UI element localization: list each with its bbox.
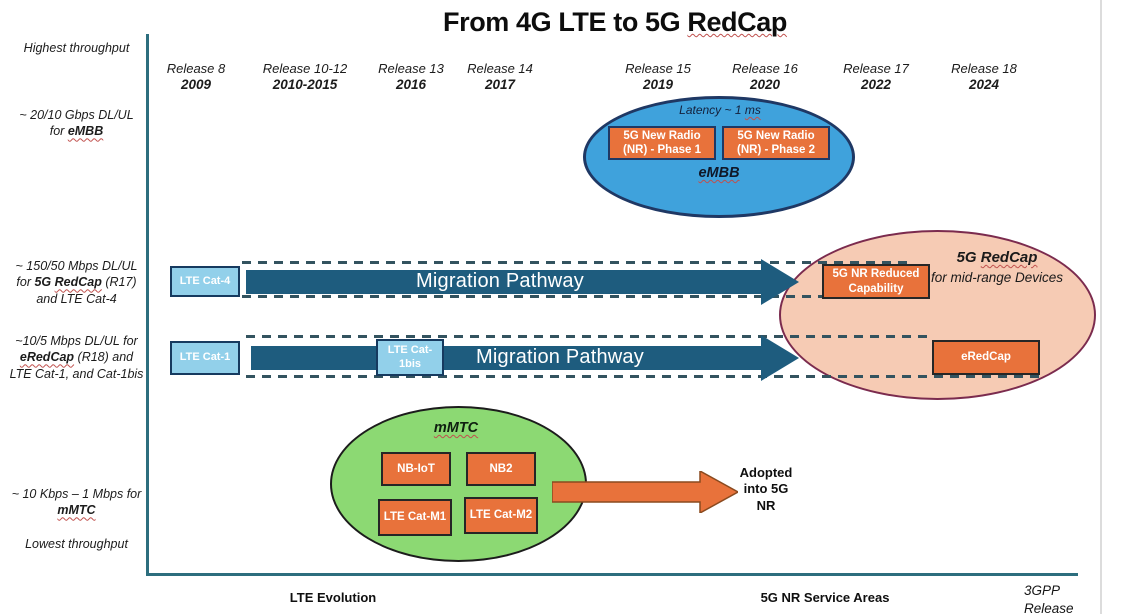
adopted-arrow bbox=[552, 471, 738, 513]
embb-label: eMBB bbox=[698, 165, 740, 181]
release-year: 2017 bbox=[484, 77, 516, 93]
migration-arrow-1 bbox=[246, 259, 799, 305]
release-year: 2024 bbox=[968, 77, 1000, 93]
title-prefix: From 4G LTE to 5G bbox=[443, 7, 688, 37]
ylabel-redcap-bold-wavy: RedCap bbox=[54, 275, 102, 290]
eredcap-box: eRedCap bbox=[932, 340, 1040, 375]
redcap-heading-prefix: 5G bbox=[956, 249, 981, 266]
ylabel-embb: ~ 20/10 Gbps DL/UL for eMBB bbox=[8, 107, 145, 140]
redcap-subtitle: for mid-range Devices bbox=[930, 270, 1064, 285]
ylabel-eredcap: ~10/5 Mbps DL/UL for eRedCap (R18) and L… bbox=[8, 333, 145, 382]
release-year: 2022 bbox=[860, 77, 892, 93]
ylabel-embb-line1: ~ 20/10 Gbps DL/UL bbox=[19, 108, 134, 122]
release-label: Release 15 bbox=[625, 61, 691, 76]
ylabel-redcap: ~ 150/50 Mbps DL/UL for 5G RedCap (R17) … bbox=[8, 258, 145, 307]
lte-cat-m2-box: LTE Cat-M2 bbox=[464, 497, 538, 534]
release-label: Release 14 bbox=[467, 61, 533, 76]
migration-pathway-label-1: Migration Pathway bbox=[416, 270, 584, 292]
release-label: Release 8 bbox=[166, 61, 226, 76]
page-title: From 4G LTE to 5G RedCap bbox=[150, 7, 1080, 38]
ylabel-mmtc-bold: mMTC bbox=[57, 503, 96, 518]
mmtc-label: mMTC bbox=[433, 420, 479, 436]
page-edge-line bbox=[1100, 0, 1102, 614]
release-year: 2020 bbox=[749, 77, 781, 93]
lte-cat4-box: LTE Cat-4 bbox=[170, 266, 240, 297]
release-label: Release 16 bbox=[732, 61, 798, 76]
nr-phase2-box: 5G New Radio (NR) - Phase 2 bbox=[722, 126, 830, 160]
y-axis-line bbox=[146, 34, 149, 575]
dashed-line-row2-bottom bbox=[246, 375, 1045, 378]
ylabel-redcap-suffix: (R17) and LTE Cat-4 bbox=[36, 275, 137, 306]
nb-iot-box: NB-IoT bbox=[381, 452, 451, 486]
ylabel-redcap-prefix: ~ 150/50 Mbps DL/UL for bbox=[15, 259, 138, 290]
adopted-into-5g-nr-label: Adopted into 5G NR bbox=[739, 465, 793, 513]
release-year: 2009 bbox=[180, 77, 212, 93]
nb2-box: NB2 bbox=[466, 452, 536, 486]
ylabel-eredcap-prefix: ~10/5 Mbps DL/UL for bbox=[15, 334, 138, 348]
lte-cat1-box: LTE Cat-1 bbox=[170, 341, 240, 375]
x-axis-line bbox=[146, 573, 1078, 576]
ylabel-mmtc-prefix: ~ 10 Kbps – 1 Mbps for bbox=[11, 487, 142, 501]
ylabel-redcap-bold: 5G bbox=[34, 275, 55, 290]
ylabel-embb-bold: eMBB bbox=[67, 124, 104, 139]
footer-lte-evolution: LTE Evolution bbox=[289, 590, 377, 605]
lte-cat-m1-box: LTE Cat-M1 bbox=[378, 499, 452, 536]
ylabel-highest-throughput: Highest throughput bbox=[23, 41, 130, 55]
latency-prefix: Latency ~ 1 bbox=[679, 103, 745, 117]
ylabel-mmtc: ~ 10 Kbps – 1 Mbps for mMTC bbox=[8, 486, 145, 519]
redcap-heading: 5G RedCap for mid-range Devices bbox=[928, 248, 1066, 288]
title-highlight: RedCap bbox=[687, 7, 787, 37]
release-label: Release 17 bbox=[843, 61, 909, 76]
latency-label: Latency ~ 1 ms bbox=[640, 103, 800, 117]
dashed-line-row1-bottom bbox=[242, 295, 912, 298]
ylabel-embb-line2-prefix: for bbox=[49, 124, 68, 139]
latency-unit: ms bbox=[744, 103, 761, 117]
release-year: 2016 bbox=[395, 77, 427, 93]
dashed-line-row2-top bbox=[246, 335, 930, 338]
footer-3gpp-release: 3GPP Release bbox=[1024, 583, 1074, 614]
release-label: Release 10-12 bbox=[262, 61, 348, 76]
nr-phase1-box: 5G New Radio (NR) - Phase 1 bbox=[608, 126, 716, 160]
release-year: 2019 bbox=[642, 77, 674, 93]
release-label: Release 13 bbox=[378, 61, 444, 76]
nr-reduced-capability-box: 5G NR Reduced Capability bbox=[822, 264, 930, 299]
redcap-heading-word: RedCap bbox=[980, 249, 1038, 266]
release-label: Release 18 bbox=[951, 61, 1017, 76]
ylabel-lowest-throughput: Lowest throughput bbox=[25, 537, 128, 551]
footer-5g-nr-service-areas: 5G NR Service Areas bbox=[760, 590, 890, 605]
ylabel-eredcap-bold: eRedCap bbox=[19, 350, 75, 365]
lte-cat1bis-box: LTE Cat-1bis bbox=[376, 339, 444, 376]
mmtc-ellipse bbox=[330, 406, 587, 562]
release-year: 2010-2015 bbox=[272, 77, 338, 93]
dashed-line-row1-top bbox=[242, 261, 912, 264]
ylabel-eredcap-suffix: (R18) and LTE Cat-1, and Cat-1bis bbox=[9, 350, 144, 381]
migration-pathway-label-2: Migration Pathway bbox=[476, 346, 644, 368]
